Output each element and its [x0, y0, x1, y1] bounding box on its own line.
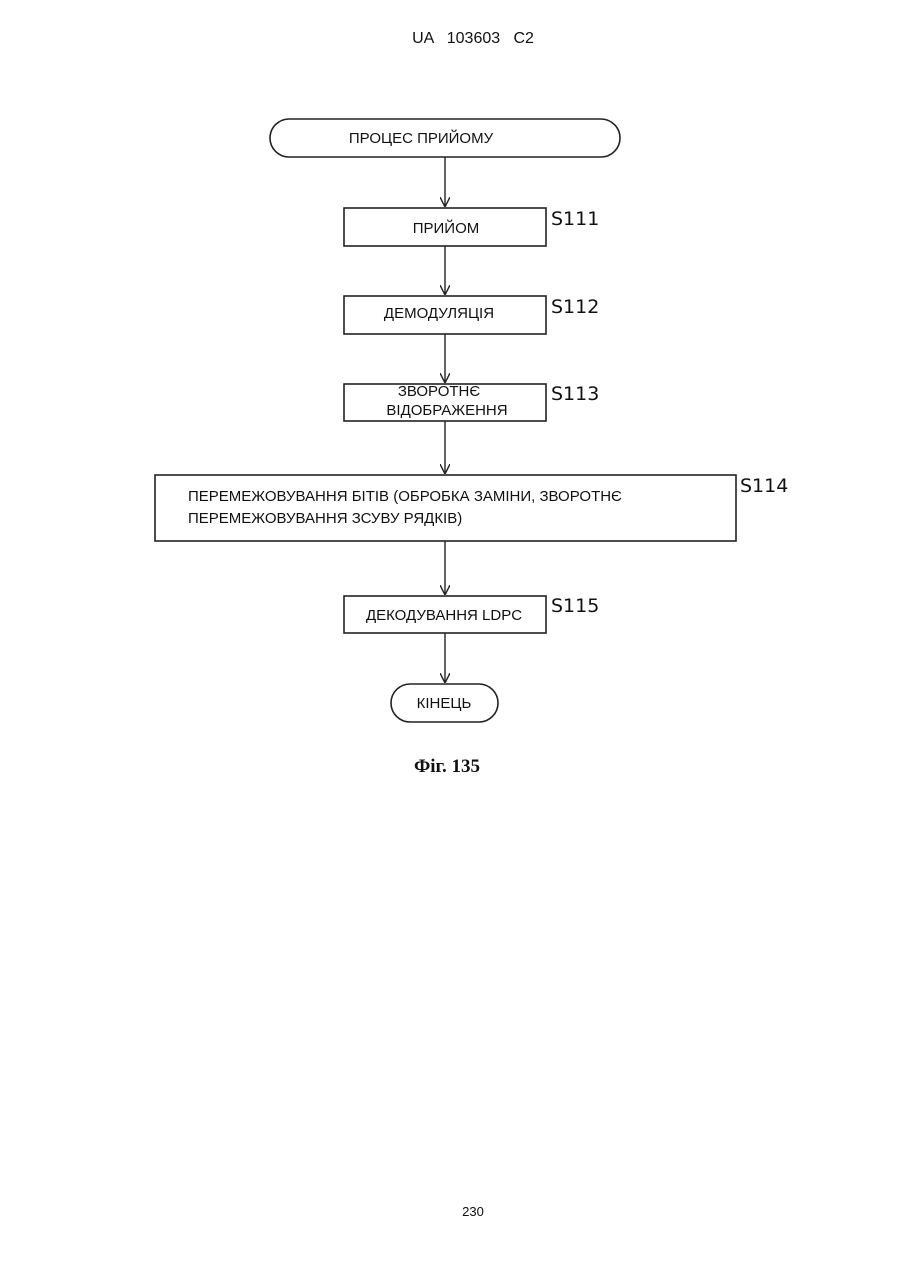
step-s113: ЗВОРОТНЄ ВІДОБРАЖЕННЯ S113: [344, 383, 599, 421]
step-s112-text: ДЕМОДУЛЯЦІЯ: [384, 305, 494, 322]
step-s115: ДЕКОДУВАННЯ LDPC S115: [344, 595, 599, 633]
step-s115-id: S115: [551, 595, 599, 617]
page-number: 230: [462, 1204, 484, 1219]
step-s111-text: ПРИЙОМ: [413, 219, 480, 237]
step-s114: ПЕРЕМЕЖОВУВАННЯ БІТІВ (ОБРОБКА ЗАМІНИ, З…: [155, 475, 788, 541]
end-terminator-label: КІНЕЦЬ: [417, 695, 472, 712]
document-id: UA 103603 C2: [412, 30, 534, 47]
step-s114-text-line-2: ПЕРЕМЕЖОВУВАННЯ ЗСУВУ РЯДКІВ): [188, 510, 462, 527]
start-terminator-label: ПРОЦЕС ПРИЙОМУ: [349, 129, 494, 147]
step-s114-text-line-1: ПЕРЕМЕЖОВУВАННЯ БІТІВ (ОБРОБКА ЗАМІНИ, З…: [188, 488, 622, 505]
step-s112: ДЕМОДУЛЯЦІЯ S112: [344, 296, 599, 334]
step-s111-id: S111: [551, 208, 599, 230]
step-s114-box: [155, 475, 736, 541]
end-terminator: КІНЕЦЬ: [391, 684, 498, 722]
step-s112-id: S112: [551, 296, 599, 318]
step-s113-id: S113: [551, 383, 599, 405]
step-s113-text-line-1: ЗВОРОТНЄ: [398, 383, 481, 400]
step-s113-text-line-2: ВІДОБРАЖЕННЯ: [386, 402, 507, 419]
step-s114-id: S114: [740, 475, 788, 497]
start-terminator: ПРОЦЕС ПРИЙОМУ: [270, 119, 620, 157]
step-s111: ПРИЙОМ S111: [344, 208, 599, 246]
step-s115-text: ДЕКОДУВАННЯ LDPC: [366, 607, 522, 624]
figure-caption: Фіг. 135: [414, 756, 480, 777]
